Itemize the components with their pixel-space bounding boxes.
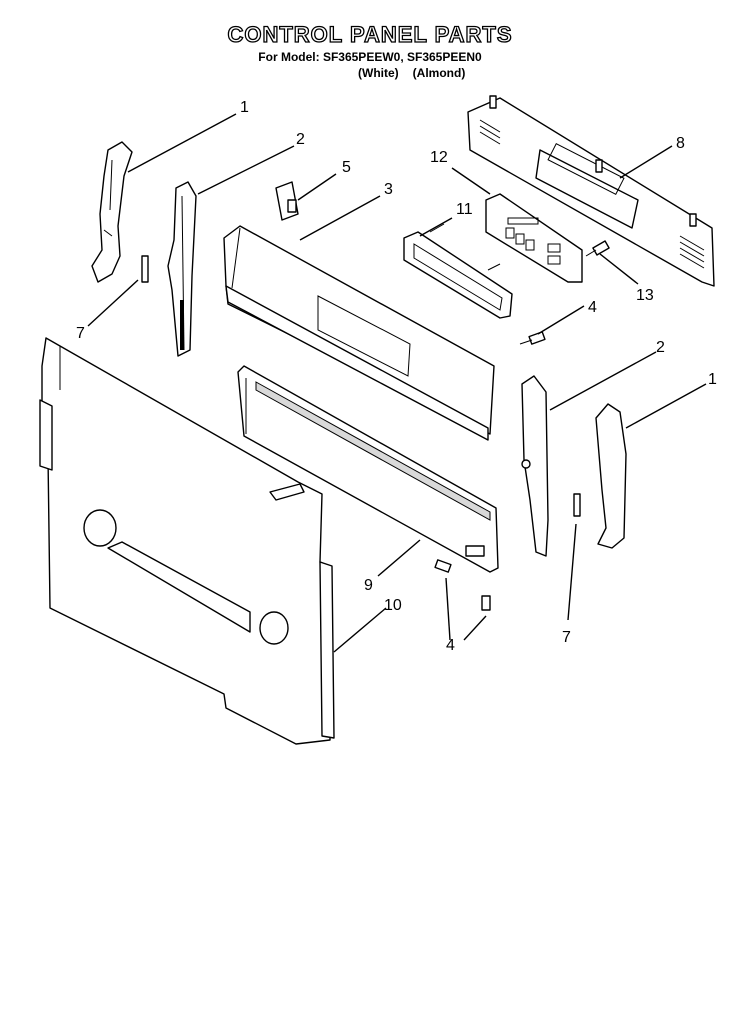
callout-12: 12	[430, 149, 448, 166]
spring-right-part	[573, 493, 581, 517]
finish-labels: (White) (Almond)	[358, 66, 479, 80]
callout-3: 3	[384, 181, 393, 198]
callout-2-right: 2	[656, 339, 665, 356]
manifold-panel-part	[237, 365, 499, 573]
callout-5: 5	[342, 159, 351, 176]
callout-7-left: 7	[76, 325, 85, 342]
callout-9: 9	[364, 577, 373, 594]
end-cap-left-part	[91, 141, 133, 283]
clip-part	[275, 181, 299, 221]
side-bracket-left-part	[167, 181, 197, 357]
callout-4-bottom: 4	[446, 637, 455, 654]
control-board-part	[485, 193, 583, 283]
control-panel-part	[223, 225, 495, 441]
finish-almond: (Almond)	[412, 66, 466, 80]
screw-4-bottom-parts	[434, 559, 491, 611]
callout-11: 11	[456, 201, 473, 218]
side-bracket-right-part	[521, 375, 549, 557]
finish-white: (White)	[358, 66, 399, 80]
callout-1-right: 1	[708, 371, 717, 388]
callout-13: 13	[636, 287, 654, 304]
screw-13-part	[585, 240, 610, 257]
spring-left-part	[141, 255, 149, 283]
model-numbers: For Model: SF365PEEW0, SF365PEEN0	[258, 50, 482, 64]
callout-4-top: 4	[588, 299, 597, 316]
rear-bracket-part	[467, 95, 715, 287]
leader-lines	[87, 113, 707, 653]
callout-7-right: 7	[562, 629, 571, 646]
diagram-title: CONTROL PANEL PARTS	[227, 21, 513, 47]
callout-1-left: 1	[240, 99, 249, 116]
display-window-part	[403, 223, 513, 319]
end-cap-right-part	[595, 403, 627, 549]
main-panel-part	[39, 337, 335, 745]
callout-10: 10	[384, 597, 402, 614]
screw-4-top-part	[519, 331, 546, 345]
callout-2-left: 2	[296, 131, 305, 148]
callout-8: 8	[676, 135, 685, 152]
